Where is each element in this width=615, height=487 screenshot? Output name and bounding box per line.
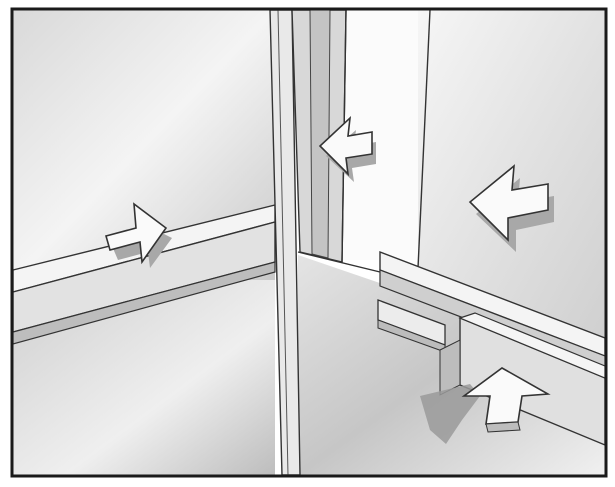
illustration-panel [0, 0, 615, 487]
wall-trim-illustration [0, 0, 615, 487]
